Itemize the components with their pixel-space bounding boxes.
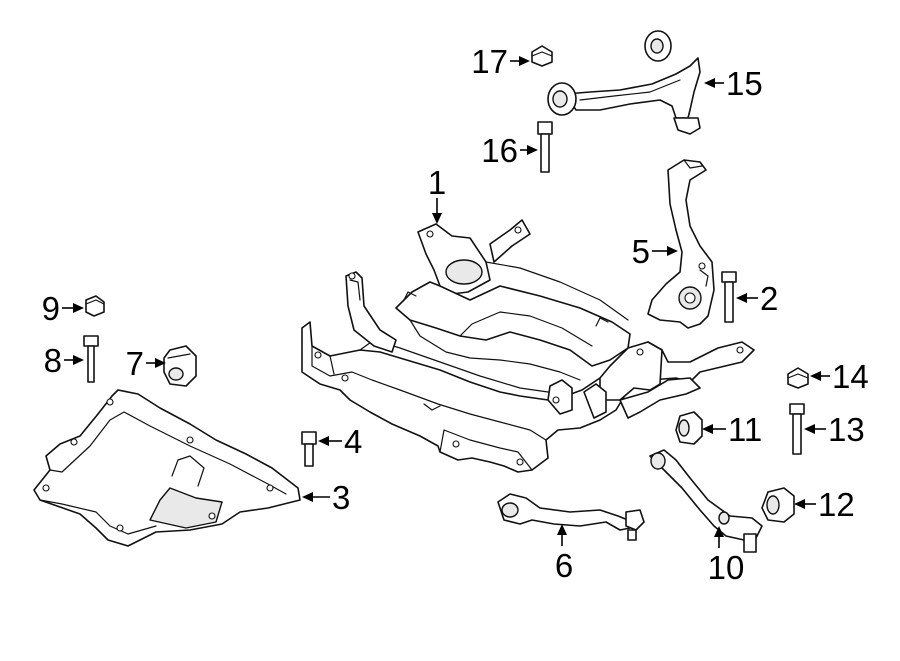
- callout-7: 7: [126, 345, 144, 382]
- bushing-12: [761, 487, 795, 523]
- upper-control-arm-part: [547, 30, 701, 135]
- callout-6: 6: [555, 547, 573, 584]
- lower-control-arm-part: [649, 449, 763, 553]
- bushing-11: [675, 411, 703, 445]
- steering-knuckle-part: [647, 159, 715, 329]
- bushing-7: [163, 345, 197, 387]
- nut-17: [531, 45, 553, 67]
- nut-14: [787, 367, 809, 389]
- bolt-2: [721, 271, 737, 323]
- callout-12: 12: [818, 486, 855, 523]
- callout-15: 15: [726, 65, 763, 102]
- callout-4: 4: [344, 423, 362, 460]
- callout-14: 14: [832, 358, 869, 395]
- lower-link-part: [497, 493, 645, 541]
- callout-1: 1: [428, 164, 446, 201]
- callout-9: 9: [42, 290, 60, 327]
- bolt-16: [537, 121, 553, 173]
- bolt-8: [83, 335, 99, 383]
- callout-17: 17: [471, 43, 508, 80]
- callout-5: 5: [632, 233, 650, 270]
- callout-11: 11: [728, 411, 762, 448]
- callout-2: 2: [760, 280, 778, 317]
- splash-shield-part: [33, 389, 301, 547]
- callout-10: 10: [708, 549, 745, 586]
- leader-lines: [62, 56, 830, 548]
- front-subframe-part: [301, 219, 755, 473]
- callout-8: 8: [44, 342, 62, 379]
- nut-9: [85, 295, 105, 317]
- callout-labels: 1 2 3 4 5 6 7 8 9 10 11 12 13 14 15 16 1…: [42, 43, 869, 586]
- callout-3: 3: [332, 479, 350, 516]
- bolt-4: [301, 431, 317, 467]
- callout-16: 16: [481, 132, 518, 169]
- bolt-13: [789, 403, 805, 455]
- callout-13: 13: [828, 411, 865, 448]
